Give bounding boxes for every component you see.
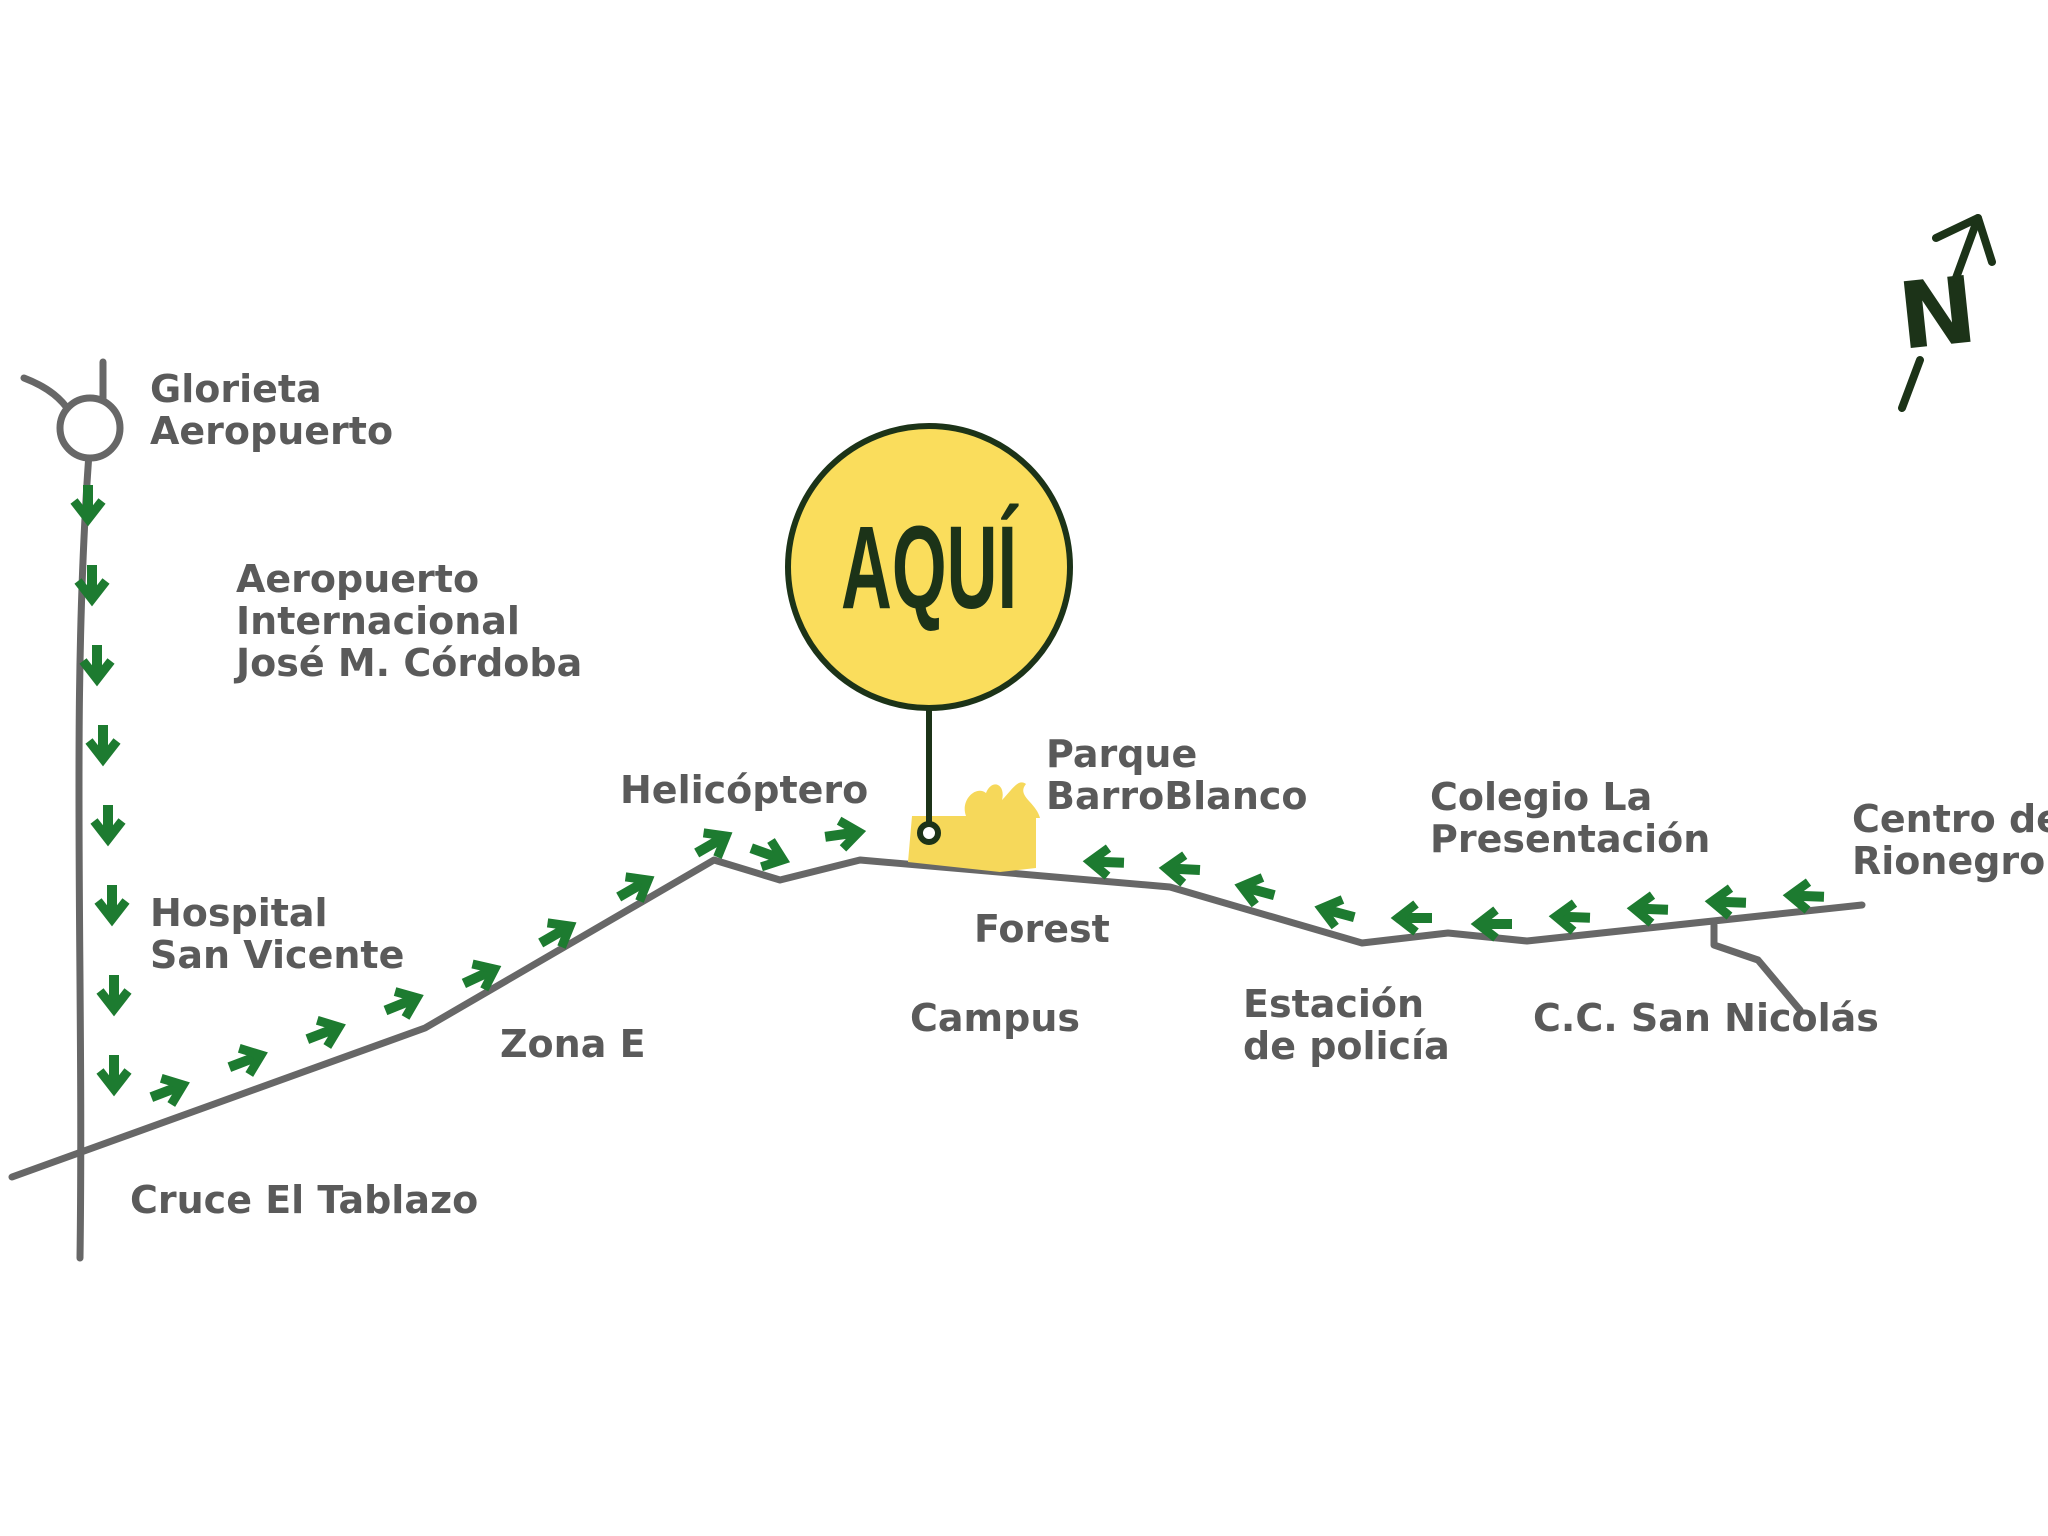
- aqui-circle: [785, 423, 1073, 711]
- route-direction-arrow-icon: [100, 1055, 128, 1089]
- route-direction-arrow-icon: [746, 835, 788, 873]
- label-forest: Forest: [974, 907, 1110, 951]
- compass-arrowhead: [1932, 214, 1996, 266]
- north-arrow-icon: N: [1893, 214, 1996, 412]
- parque-barroblanco-area: [908, 782, 1040, 872]
- route-direction-arrow-icon: [1090, 848, 1125, 877]
- label-estacion-de-policia: Estación de policía: [1243, 982, 1450, 1068]
- place-labels: Glorieta Aeropuerto Aeropuerto Internaci…: [130, 367, 2048, 1222]
- glorieta-roundabout: [56, 394, 124, 462]
- road-glorieta-left-branch: [20, 374, 74, 416]
- label-colegio-la-presentacion: Colegio La Presentación: [1430, 775, 1710, 861]
- route-direction-arrow-icon: [1712, 888, 1747, 917]
- label-campus: Campus: [910, 996, 1080, 1040]
- label-zona-e: Zona E: [500, 1022, 646, 1066]
- route-direction-arrow-icon: [74, 485, 102, 519]
- compass-tail-line: [1898, 356, 1924, 412]
- route-direction-arrow-icon: [823, 818, 861, 850]
- route-direction-arrow-icon: [100, 975, 128, 1009]
- route-direction-arrow-icon: [1556, 903, 1591, 932]
- route-direction-arrow-icon: [1238, 873, 1278, 909]
- route-direction-arrow-icon: [98, 885, 126, 919]
- route-direction-arrow-icon: [1165, 854, 1200, 884]
- compass-north-letter: N: [1893, 256, 1981, 370]
- label-aeropuerto-internacional: Aeropuerto Internacional José M. Córdoba: [233, 557, 582, 685]
- route-direction-arrow-icon: [1318, 895, 1358, 931]
- label-glorieta-aeropuerto: Glorieta Aeropuerto: [150, 367, 393, 453]
- aqui-pin-dot: [917, 821, 941, 845]
- label-cruce-el-tablazo: Cruce El Tablazo: [130, 1178, 478, 1222]
- route-direction-arrow-icon: [89, 725, 117, 759]
- route-direction-arrow-icon: [224, 1042, 266, 1080]
- label-parque-barroblanco: Parque BarroBlanco: [1046, 732, 1308, 818]
- route-direction-arrow-icon: [380, 985, 422, 1024]
- route-direction-arrow-icon: [1634, 895, 1669, 924]
- label-hospital-san-vicente: Hospital San Vicente: [150, 891, 404, 977]
- route-direction-arrow-icon: [146, 1072, 188, 1110]
- aqui-label: AQUÍ: [841, 502, 1019, 634]
- aqui-location-marker: AQUÍ: [785, 423, 1073, 845]
- route-direction-arrow-icon: [94, 805, 122, 839]
- road-cc-branch: [1710, 921, 1804, 1014]
- label-helicoptero: Helicóptero: [620, 768, 868, 812]
- label-cc-san-nicolas: C.C. San Nicolás: [1533, 996, 1879, 1040]
- route-direction-arrow-icon: [1398, 904, 1432, 932]
- compass-shaft-line: [1952, 214, 1982, 282]
- route-direction-arrow-icon: [302, 1014, 344, 1052]
- route-direction-arrow-icon: [83, 645, 111, 679]
- road-airport-road: [75, 436, 94, 1262]
- label-centro-de-rionegro: Centro de Rionegro: [1852, 797, 2048, 883]
